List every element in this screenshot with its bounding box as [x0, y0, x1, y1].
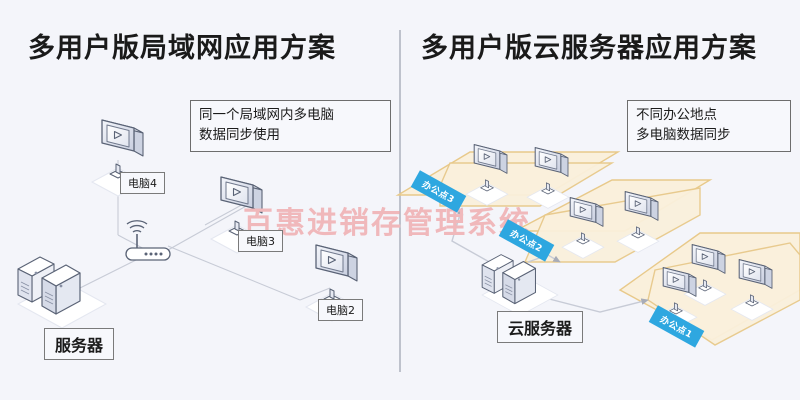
label-server: 服务器 [44, 328, 115, 360]
label-pc4: 电脑4 [120, 172, 165, 194]
device-server [17, 256, 107, 329]
label-cloud-server: 云服务器 [497, 311, 584, 343]
right-panel-note: 不同办公地点 多电脑数据同步 [627, 100, 791, 153]
device-wifi-router [125, 220, 171, 261]
left-panel-note: 同一个局域网内多电脑 数据同步使用 [190, 100, 391, 153]
left-panel-title: 多用户版局域网应用方案 [28, 33, 336, 64]
label-pc2: 电脑2 [318, 299, 363, 321]
device-cloud-server [481, 254, 559, 317]
right-panel-title: 多用户版云服务器应用方案 [421, 33, 757, 64]
label-pc3: 电脑3 [238, 230, 283, 252]
